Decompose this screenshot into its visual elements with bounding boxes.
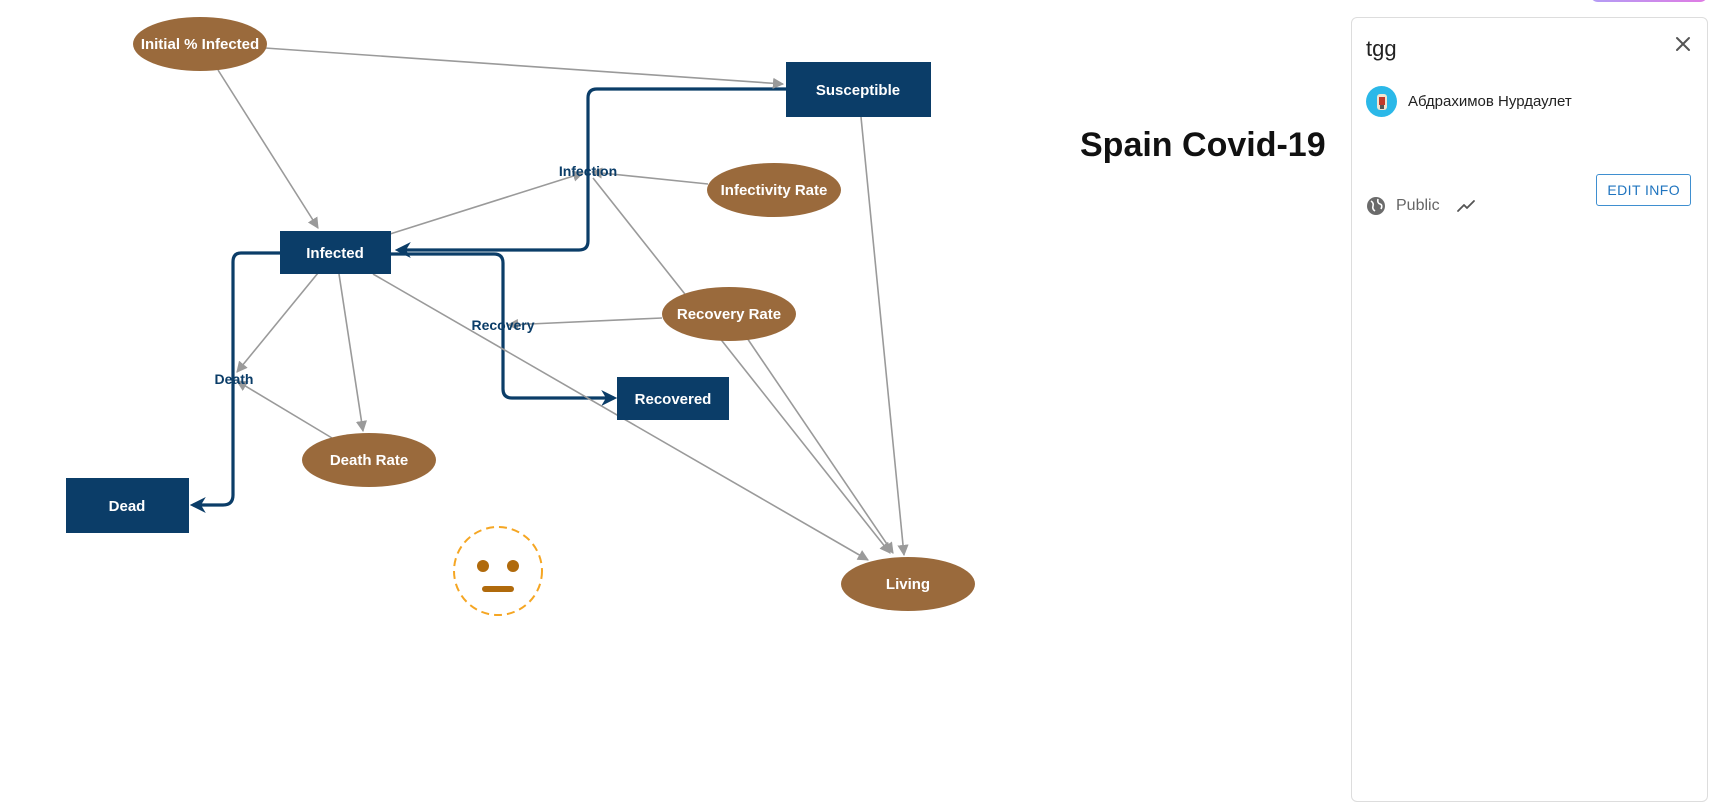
neutral-face-icon[interactable] bbox=[453, 526, 543, 616]
stock-dead[interactable]: Dead bbox=[66, 478, 189, 533]
owner-name[interactable]: Абдрахимов Нурдаулет bbox=[1408, 93, 1572, 110]
stock-recovered-label: Recovered bbox=[635, 391, 712, 408]
variable-death-rate[interactable]: Death Rate bbox=[302, 433, 436, 487]
variable-infectivity-rate-label: Infectivity Rate bbox=[721, 182, 828, 199]
stock-dead-label: Dead bbox=[109, 498, 146, 515]
death-flow-label[interactable]: Death bbox=[215, 371, 254, 387]
variable-initial-infected-label: Initial % Infected bbox=[141, 36, 259, 53]
corner-decoration bbox=[1590, 0, 1708, 2]
close-icon bbox=[1676, 37, 1690, 51]
owner-row[interactable]: Абдрахимов Нурдаулет bbox=[1366, 86, 1572, 117]
variable-recovery-rate-label: Recovery Rate bbox=[677, 306, 781, 323]
stock-infected[interactable]: Infected bbox=[280, 231, 391, 274]
stock-recovered[interactable]: Recovered bbox=[617, 377, 729, 420]
model-canvas[interactable]: Infection Recovery Death Susceptible Inf… bbox=[0, 0, 1340, 809]
link-infected-to-infection[interactable] bbox=[389, 170, 585, 235]
visibility-label: Public bbox=[1396, 197, 1440, 214]
variable-initial-infected[interactable]: Initial % Infected bbox=[133, 17, 267, 71]
variable-living[interactable]: Living bbox=[841, 557, 975, 611]
link-initial-to-susceptible[interactable] bbox=[264, 47, 785, 89]
link-recoveryrate-to-living[interactable] bbox=[744, 334, 894, 554]
link-infection-to-living[interactable] bbox=[592, 177, 891, 554]
model-diagram[interactable]: Infection Recovery Death Susceptible Inf… bbox=[0, 0, 1340, 809]
recovery-flow-pipe[interactable] bbox=[390, 252, 618, 406]
trend-icon[interactable] bbox=[1456, 198, 1476, 214]
recovery-flow-label[interactable]: Recovery bbox=[471, 317, 534, 333]
link-infected-to-death[interactable] bbox=[236, 272, 319, 373]
infection-flow-label[interactable]: Infection bbox=[559, 163, 617, 179]
page-title: Spain Covid-19 bbox=[1080, 126, 1326, 164]
stock-infected-label: Infected bbox=[306, 245, 364, 262]
info-panel: tgg Абдрахимов Нурдаулет Public EDIT INF… bbox=[1351, 17, 1708, 802]
close-button[interactable] bbox=[1671, 32, 1695, 56]
link-initial-to-infected[interactable] bbox=[217, 69, 319, 229]
link-recoveryrate-to-recovery[interactable] bbox=[506, 317, 663, 331]
variable-recovery-rate[interactable]: Recovery Rate bbox=[662, 287, 796, 341]
death-flow-pipe[interactable] bbox=[189, 251, 280, 513]
visibility-row: Public bbox=[1366, 196, 1476, 216]
stock-susceptible-label: Susceptible bbox=[816, 82, 900, 99]
globe-icon bbox=[1367, 197, 1385, 215]
infection-flow-pipe[interactable] bbox=[394, 87, 786, 258]
variable-living-label: Living bbox=[886, 576, 930, 593]
variable-infectivity-rate[interactable]: Infectivity Rate bbox=[707, 163, 841, 217]
link-susceptible-to-living[interactable] bbox=[860, 116, 909, 557]
variable-death-rate-label: Death Rate bbox=[330, 452, 408, 469]
link-deathrate-to-death[interactable] bbox=[236, 380, 333, 439]
link-infected-to-deathrate[interactable] bbox=[338, 273, 368, 433]
avatar-icon[interactable] bbox=[1366, 86, 1397, 117]
panel-title: tgg bbox=[1366, 36, 1397, 61]
edit-info-button[interactable]: EDIT INFO bbox=[1596, 174, 1691, 206]
link-infectivity-to-infection[interactable] bbox=[590, 167, 709, 185]
stock-susceptible[interactable]: Susceptible bbox=[786, 62, 931, 117]
